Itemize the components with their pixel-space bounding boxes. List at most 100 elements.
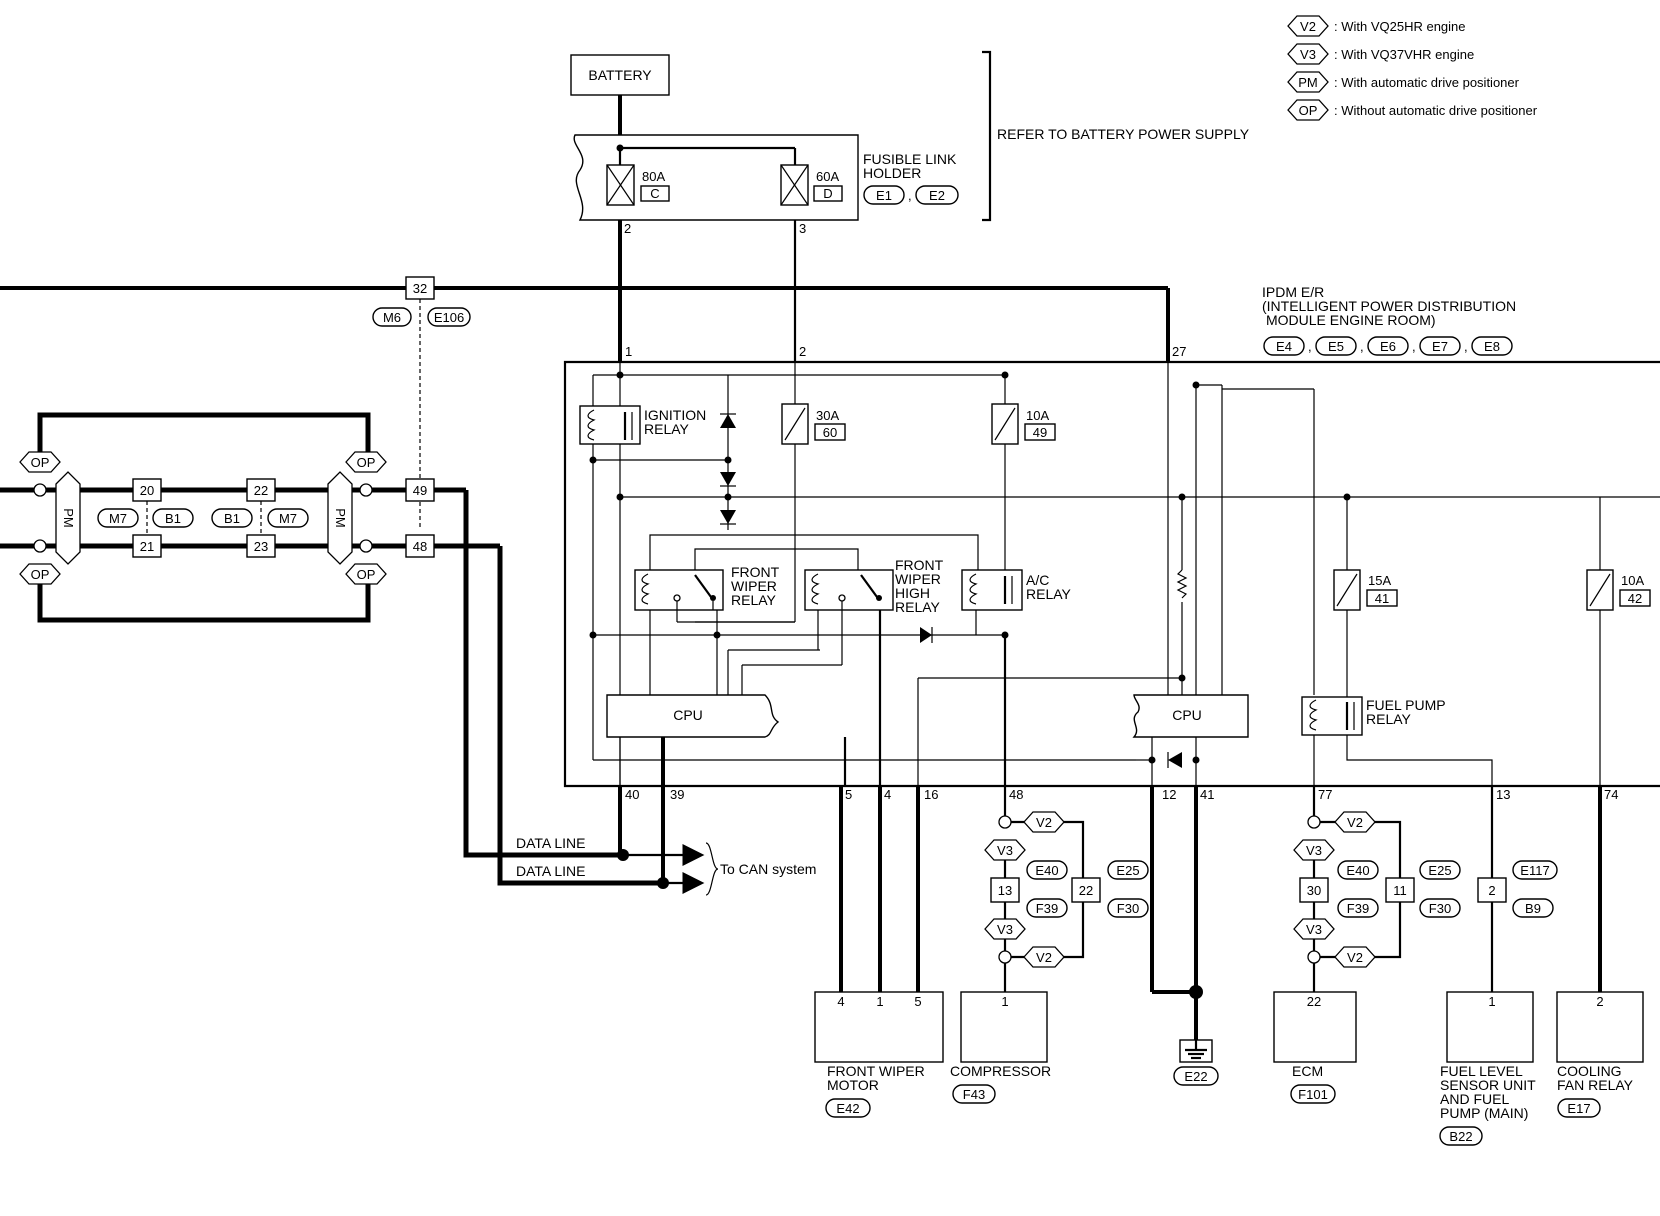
svg-text:To CAN system: To CAN system [720,861,816,877]
svg-text:48: 48 [1009,787,1023,802]
svg-text:RELAY: RELAY [731,592,777,608]
svg-text:COOLING: COOLING [1557,1063,1622,1079]
svg-text:1: 1 [1488,994,1495,1009]
svg-text:: Without automatic drive posi: : Without automatic drive positioner [1334,103,1538,118]
svg-text:DATA LINE: DATA LINE [516,835,586,851]
svg-text:(INTELLIGENT POWER DISTRIBUTIO: (INTELLIGENT POWER DISTRIBUTION [1262,298,1516,314]
svg-text:3: 3 [799,221,806,236]
svg-text:FUSIBLE LINK: FUSIBLE LINK [863,151,957,167]
svg-text:5: 5 [845,787,852,802]
svg-text:4: 4 [884,787,891,802]
svg-text:41: 41 [1200,787,1214,802]
svg-text:FRONT: FRONT [731,564,780,580]
svg-text:DATA LINE: DATA LINE [516,863,586,879]
svg-text:FAN RELAY: FAN RELAY [1557,1077,1634,1093]
svg-text:B22: B22 [1449,1129,1472,1144]
svg-text:IPDM E/R: IPDM E/R [1262,284,1324,300]
front-wiper-high-relay: FRONT WIPER HIGH RELAY [804,557,944,615]
svg-text:27: 27 [1172,344,1186,359]
svg-text:42: 42 [1628,591,1642,606]
svg-text:B9: B9 [1525,901,1541,916]
svg-text:10A: 10A [1621,573,1644,588]
svg-text:COMPRESSOR: COMPRESSOR [950,1063,1051,1079]
svg-text:E7: E7 [1432,339,1448,354]
svg-text:F39: F39 [1036,901,1058,916]
svg-text:OP: OP [1299,103,1318,118]
svg-text:15A: 15A [1368,573,1391,588]
svg-text:,: , [1464,339,1468,354]
fuse-15a-41: 15A 41 [1333,497,1398,697]
svg-text:F30: F30 [1117,901,1139,916]
svg-text:23: 23 [254,539,268,554]
svg-text:4: 4 [837,994,844,1009]
svg-text:MOTOR: MOTOR [827,1077,879,1093]
svg-text:V2: V2 [1347,950,1363,965]
svg-text:OP: OP [357,567,376,582]
fuel-pump-relay: FUEL PUMP RELAY [1301,696,1446,736]
svg-text:48: 48 [413,539,427,554]
legend-item-v2: V2 : With VQ25HR engine [1287,15,1466,37]
svg-text:E4: E4 [1276,339,1292,354]
svg-text:M7: M7 [109,511,127,526]
fuse-80a: 80A C [606,164,670,206]
svg-text:PM: PM [333,508,348,528]
svg-text:PUMP (MAIN): PUMP (MAIN) [1440,1105,1528,1121]
svg-text:V2: V2 [1347,815,1363,830]
svg-text:20: 20 [140,483,154,498]
svg-text:E5: E5 [1328,339,1344,354]
svg-text:E8: E8 [1484,339,1500,354]
svg-text:RELAY: RELAY [644,421,690,437]
svg-text:AND FUEL: AND FUEL [1440,1091,1509,1107]
svg-text:F39: F39 [1347,901,1369,916]
cpu-left: CPU [606,694,780,738]
svg-text:F30: F30 [1429,901,1451,916]
svg-text:10A: 10A [1026,408,1049,423]
compressor: 1 COMPRESSOR F43 [950,991,1051,1104]
svg-text:12: 12 [1162,787,1176,802]
svg-text:,: , [1412,339,1416,354]
svg-text:,: , [908,188,912,203]
svg-text:OP: OP [31,567,50,582]
svg-text:SENSOR UNIT: SENSOR UNIT [1440,1077,1536,1093]
joint-connectors: OP OP PM OP OP PM 20 22 49 21 23 48 M7 [0,412,500,623]
svg-text:FUEL PUMP: FUEL PUMP [1366,697,1446,713]
svg-text:V3: V3 [1300,47,1316,62]
legend-item-pm: PM : With automatic drive positioner [1287,71,1520,93]
svg-text:OP: OP [31,455,50,470]
svg-text:M6: M6 [383,310,401,325]
front-wiper-relay: FRONT WIPER RELAY [634,564,780,611]
svg-text:E25: E25 [1428,863,1451,878]
svg-text:74: 74 [1604,787,1618,802]
svg-text:B1: B1 [224,511,240,526]
joint-connector-32: 32 M6 E106 [372,276,471,530]
svg-text:FRONT WIPER: FRONT WIPER [827,1063,925,1079]
legend-item-v3: V3 : With VQ37VHR engine [1287,43,1474,65]
harness-fuel: 2 E117 B9 [1477,786,1558,992]
svg-text:E106: E106 [434,310,464,325]
svg-text:E25: E25 [1116,863,1139,878]
svg-text:FUEL LEVEL: FUEL LEVEL [1440,1063,1523,1079]
svg-text:5: 5 [914,994,921,1009]
svg-text:M7: M7 [279,511,297,526]
battery: BATTERY [570,54,670,96]
svg-text:60: 60 [823,425,837,440]
harness-ecm: V2 V3 30 V3 V2 E40 F39 11 E25 F30 [1293,786,1461,992]
svg-text:: With VQ37VHR engine: : With VQ37VHR engine [1334,47,1474,62]
svg-text:C: C [650,186,659,201]
fuel-level-sensor-unit: 1 FUEL LEVEL SENSOR UNIT AND FUEL PUMP (… [1439,991,1536,1146]
harness-compressor: V2 V3 13 V3 V2 E40 F39 22 E25 F30 [984,635,1149,992]
svg-text:32: 32 [413,281,427,296]
svg-text:30A: 30A [816,408,839,423]
fuse-10a-49: 10A 49 [991,375,1056,570]
svg-text:MODULE ENGINE ROOM): MODULE ENGINE ROOM) [1266,312,1436,328]
svg-text:RELAY: RELAY [1026,586,1072,602]
svg-text:V2: V2 [1036,950,1052,965]
svg-text:RELAY: RELAY [895,599,941,615]
svg-text:V2: V2 [1036,815,1052,830]
svg-text:V2: V2 [1300,19,1316,34]
fuse-60a: 60A D [780,164,843,206]
svg-text:F43: F43 [963,1087,985,1102]
svg-text:30: 30 [1307,883,1321,898]
svg-text:E42: E42 [836,1101,859,1116]
fuse-10a-42: 10A 42 [1586,497,1651,786]
